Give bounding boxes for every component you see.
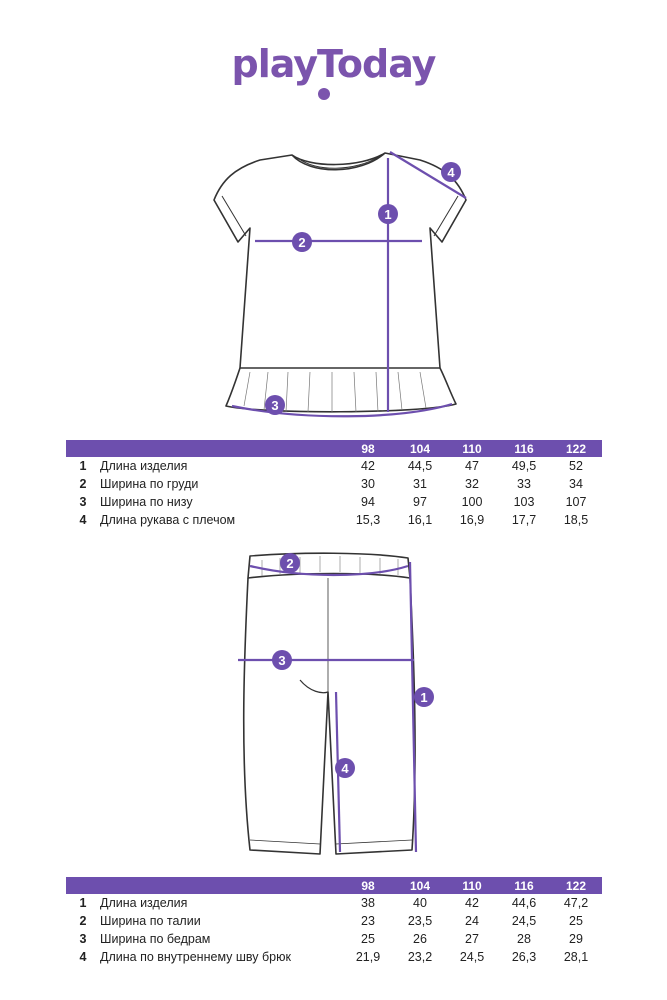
tshirt-marker-2: 2 [298,235,305,250]
table-row: 4 Длина по внутреннему шву брюк 21,9 23,… [79,950,589,964]
tshirt-marker-1: 1 [384,207,391,222]
pants-marker-2: 2 [286,556,293,571]
size-header: 122 [550,440,602,457]
table-row: 1 Длина изделия 38 40 42 44,6 47,2 [79,896,589,910]
size-header: 116 [498,440,550,457]
size-header: 122 [550,877,602,894]
size-header: 98 [342,877,394,894]
table-row: 4 Длина рукава с плечом 15,3 16,1 16,9 1… [79,513,589,527]
table-row: 2 Ширина по груди 30 31 32 33 34 [79,477,583,491]
brand-logo: playToday [231,42,437,86]
pants-marker-1: 1 [420,690,427,705]
size-header: 104 [394,877,446,894]
table-header-row: 98 104 110 116 122 [66,877,602,894]
size-header: 110 [446,440,498,457]
size-header: 116 [498,877,550,894]
pants-marker-3: 3 [278,653,285,668]
tshirt-size-table: 98 104 110 116 122 1 Длина изделия 42 44… [66,440,602,529]
size-header: 104 [394,440,446,457]
pants-marker-4: 4 [341,761,349,776]
brand-logo-dot [318,88,330,100]
table-header-row: 98 104 110 116 122 [66,440,602,457]
table-row: 1 Длина изделия 42 44,5 47 49,5 52 [79,459,583,473]
tshirt-marker-3: 3 [271,398,278,413]
pants-sketch: 1 2 3 4 [238,552,434,855]
size-header: 110 [446,877,498,894]
size-header: 98 [342,440,394,457]
tshirt-marker-4: 4 [447,165,455,180]
table-row: 3 Ширина по низу 94 97 100 103 107 [79,495,587,509]
pants-size-table: 98 104 110 116 122 1 Длина изделия 38 40… [66,877,602,966]
tshirt-sketch: 1 2 3 4 [213,151,467,418]
table-row: 2 Ширина по талии 23 23,5 24 24,5 25 [79,914,583,928]
table-row: 3 Ширина по бедрам 25 26 27 28 29 [79,932,583,946]
